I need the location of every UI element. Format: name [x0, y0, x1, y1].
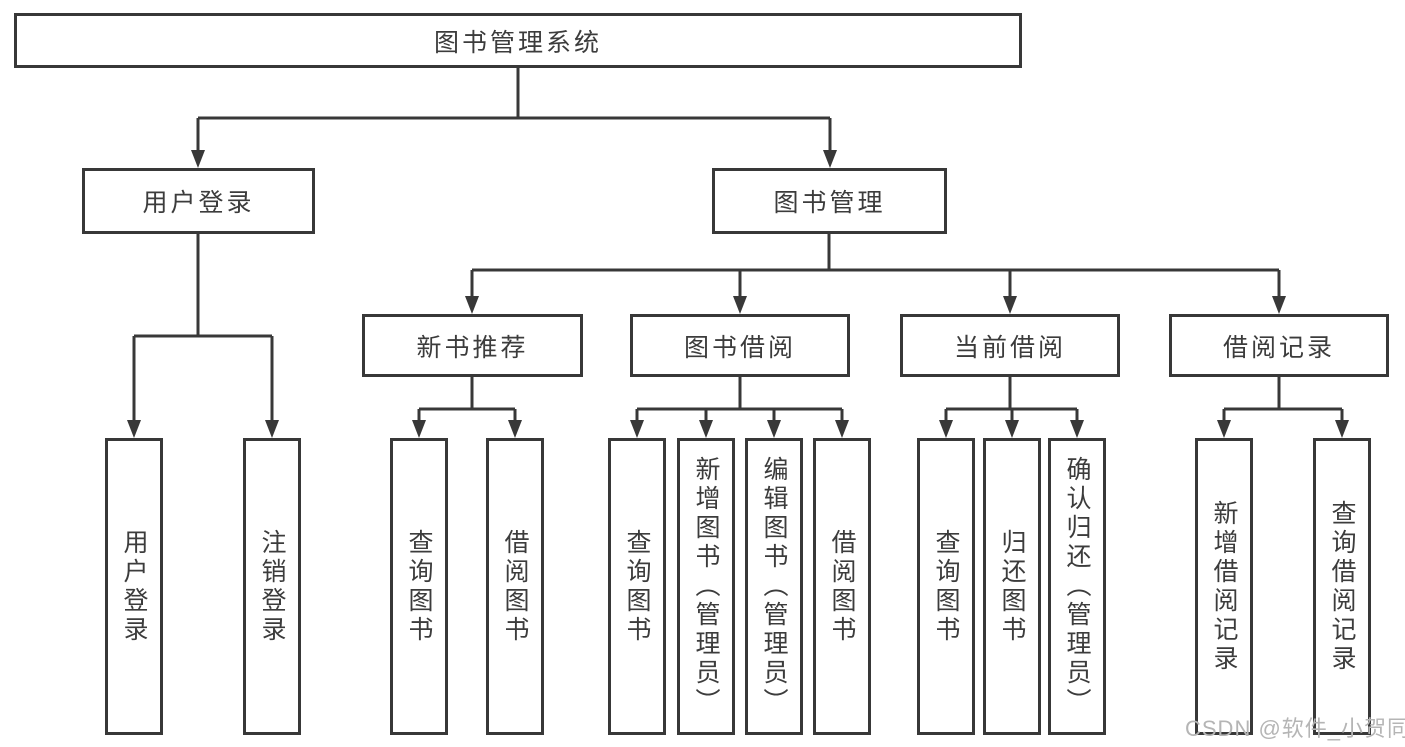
leaf-confirm-return-admin: 确认归还（管理员）: [1048, 438, 1106, 735]
leaf-query-books-recommend: 查询图书: [390, 438, 448, 735]
leaf-edit-book-admin: 编辑图书（管理员）: [745, 438, 803, 735]
node-root-system: 图书管理系统: [14, 13, 1022, 68]
leaf-logout: 注销登录: [243, 438, 301, 735]
leaf-add-borrow-record: 新增借阅记录: [1195, 438, 1253, 735]
leaf-borrow-books-recommend: 借阅图书: [486, 438, 544, 735]
leaf-borrow-books-borrow: 借阅图书: [813, 438, 871, 735]
node-borrowing-records: 借阅记录: [1169, 314, 1389, 377]
node-current-borrowing: 当前借阅: [900, 314, 1120, 377]
leaf-return-book: 归还图书: [983, 438, 1041, 735]
node-user-login: 用户登录: [82, 168, 315, 234]
leaf-add-book-admin: 新增图书（管理员）: [677, 438, 735, 735]
leaf-query-books-borrow: 查询图书: [608, 438, 666, 735]
leaf-query-borrow-record: 查询借阅记录: [1313, 438, 1371, 735]
csdn-watermark: CSDN @软件_小贺同学: [1185, 716, 1405, 741]
leaf-query-books-current: 查询图书: [917, 438, 975, 735]
node-book-management: 图书管理: [712, 168, 947, 234]
leaf-user-login: 用户登录: [105, 438, 163, 735]
arrowhead-icons: [127, 150, 1349, 438]
node-new-book-recommendation: 新书推荐: [362, 314, 583, 377]
node-book-borrowing: 图书借阅: [630, 314, 850, 377]
